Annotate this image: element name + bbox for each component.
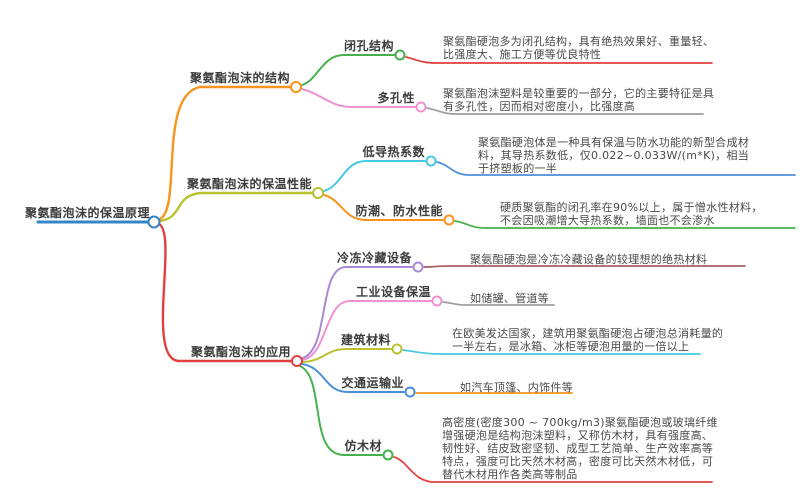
- note-refrigeration[interactable]: 聚氨酯硬泡是冷冻冷藏设备的较理想的绝热材料: [470, 253, 708, 266]
- leaf-low-conductivity-label[interactable]: 低导热系数: [362, 145, 425, 159]
- branch-application-label[interactable]: 聚氨酯泡沫的应用: [190, 345, 291, 359]
- leaf-low-conductivity-handle[interactable]: [425, 155, 437, 167]
- branch-insulation-label[interactable]: 聚氨酯泡沫的保温性能: [186, 177, 312, 191]
- leaf-building-connector: [302, 348, 392, 363]
- note-wood-underline: [393, 456, 713, 483]
- note-refrigeration-underline: [423, 265, 746, 268]
- branch-insulation-connector: [158, 191, 314, 223]
- leaf-porosity-handle[interactable]: [415, 101, 427, 113]
- branch-structure-label[interactable]: 聚氨酯泡沫的结构: [189, 71, 290, 85]
- branch-application-connector: [157, 222, 293, 363]
- branch-insulation-handle[interactable]: [312, 187, 324, 199]
- leaf-transport-label[interactable]: 交通运输业: [341, 376, 404, 390]
- leaf-wood-label[interactable]: 仿木材: [344, 439, 382, 453]
- branch-application-handle[interactable]: [291, 355, 303, 367]
- note-closed-cell[interactable]: 聚氨酯硬泡多为闭孔结构，具有绝热效果好、重量轻、比强度大、施工方便等优良特性: [443, 35, 715, 61]
- leaf-refrigeration-label[interactable]: 冷冻冷藏设备: [336, 251, 412, 265]
- note-porosity-underline: [426, 107, 704, 115]
- leaf-waterproof-label[interactable]: 防潮、防水性能: [355, 204, 443, 218]
- leaf-building-handle[interactable]: [391, 343, 403, 355]
- leaf-industrial-label[interactable]: 工业设备保温: [355, 285, 431, 299]
- leaf-transport-connector: [301, 363, 405, 393]
- leaf-low-conductivity-connector: [323, 160, 426, 192]
- leaf-waterproof-connector: [323, 194, 444, 221]
- note-wood[interactable]: 高密度(密度300 ~ 700kg/m3)聚氨酯硬泡或玻璃纤维增强硬泡是结构泡沫…: [442, 416, 718, 481]
- root-node-handle[interactable]: [147, 215, 161, 229]
- leaf-industrial-handle[interactable]: [431, 295, 443, 307]
- leaf-porosity-label[interactable]: 多孔性: [377, 91, 415, 105]
- leaf-building-label[interactable]: 建筑材料: [340, 333, 391, 347]
- leaf-closed-cell-handle[interactable]: [394, 49, 406, 61]
- note-porosity[interactable]: 聚氨酯泡沫塑料是较重要的一部分，它的主要特征是具有多孔性，因而相对密度小，比强度…: [443, 87, 715, 113]
- note-closed-cell-underline: [405, 56, 713, 64]
- leaf-porosity-connector: [301, 88, 416, 108]
- leaf-wood-handle[interactable]: [382, 449, 394, 461]
- leaf-refrigeration-handle[interactable]: [412, 261, 424, 273]
- note-low-conductivity[interactable]: 聚氨酯硬泡体是一种具有保温与防水功能的新型合成材料，其导热系数低，仅0.022~…: [478, 136, 750, 175]
- leaf-wood-connector: [299, 365, 383, 456]
- note-industrial-underline: [442, 301, 555, 306]
- branch-structure-handle[interactable]: [290, 81, 302, 93]
- root-node-label[interactable]: 聚氨酯泡沫的保温原理: [24, 206, 150, 220]
- leaf-closed-cell-label[interactable]: 闭孔结构: [343, 39, 394, 53]
- note-industrial[interactable]: 如储罐、管道等: [470, 292, 550, 305]
- leaf-transport-handle[interactable]: [404, 386, 416, 398]
- note-waterproof[interactable]: 硬质聚氨酯的闭孔率在90%以上，属于憎水性材料，不会因吸潮增大导热系数，墙面也不…: [500, 201, 763, 227]
- leaf-refrigeration-connector: [302, 266, 413, 359]
- leaf-waterproof-handle[interactable]: [443, 214, 455, 226]
- note-building-underline: [402, 349, 701, 355]
- branch-structure-connector: [158, 85, 292, 221]
- note-transport[interactable]: 如汽车顶篷、内饰件等: [460, 381, 573, 394]
- note-low-conductivity-underline: [436, 161, 796, 176]
- leaf-industrial-connector: [301, 300, 432, 361]
- leaf-closed-cell-connector: [301, 54, 395, 86]
- note-building[interactable]: 在欧美发达国家，建筑用聚氨酯硬泡占硬泡总消耗量的一半左右，是冰箱、冰柜等硬泡用量…: [452, 327, 724, 353]
- note-waterproof-underline: [454, 220, 796, 229]
